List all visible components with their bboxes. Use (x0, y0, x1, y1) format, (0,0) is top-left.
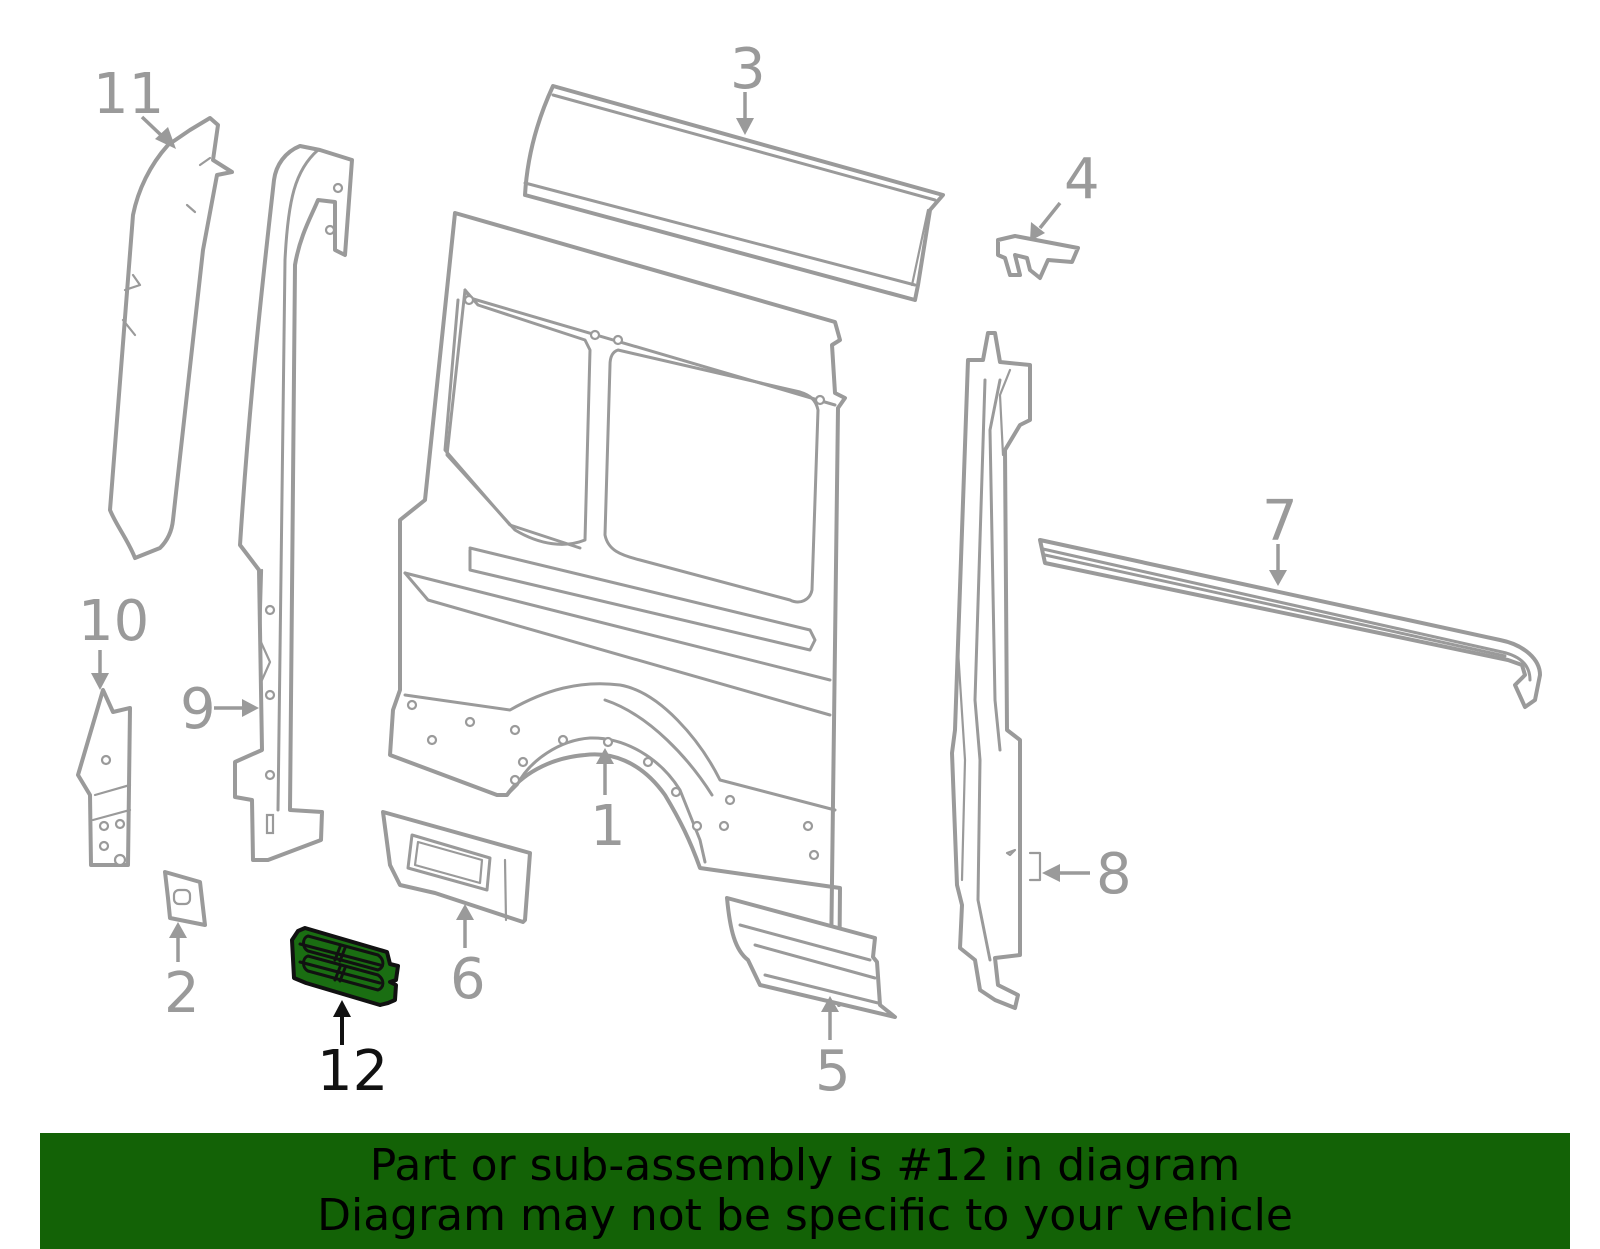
part-1-shape (388, 211, 847, 1007)
callout-4-label: 4 (1064, 147, 1100, 212)
callout-4: 4 (1030, 147, 1100, 241)
part-7-shape (1038, 538, 1542, 709)
callout-2-label: 2 (164, 961, 200, 1026)
part-12-highlighted (290, 926, 400, 1007)
banner-line-part-number: Part or sub-assembly is #12 in diagram (369, 1140, 1241, 1191)
callout-11: 11 (93, 62, 176, 149)
callout-11-label: 11 (93, 62, 164, 127)
callout-12: 12 (317, 1000, 388, 1104)
callout-7: 7 (1262, 489, 1298, 586)
part-5-shape (725, 896, 897, 1019)
info-banner: Part or sub-assembly is #12 in diagram D… (40, 1133, 1570, 1249)
callout-10-label: 10 (78, 589, 149, 654)
callout-8-label: 8 (1096, 842, 1132, 907)
part-9-shape (233, 144, 354, 862)
part-2-shape (163, 870, 207, 927)
callout-8: 8 (1042, 842, 1132, 907)
callout-1-label: 1 (590, 794, 626, 859)
callout-5: 5 (815, 996, 851, 1104)
part-10-shape (76, 688, 132, 867)
part-6-shape (381, 810, 532, 924)
callout-12-label: 12 (317, 1039, 388, 1104)
callout-9: 9 (180, 677, 259, 742)
callout-10: 10 (78, 589, 149, 690)
callout-5-label: 5 (815, 1039, 851, 1104)
callout-6-label: 6 (450, 947, 486, 1012)
callout-9-label: 9 (180, 677, 216, 742)
part-3-shape (523, 84, 945, 302)
callout-7-label: 7 (1262, 489, 1298, 554)
callout-3: 3 (730, 37, 766, 135)
callout-1: 1 (590, 748, 626, 859)
callout-2: 2 (164, 922, 200, 1026)
part-8-shape (950, 331, 1042, 1010)
banner-line-disclaimer: Diagram may not be specific to your vehi… (317, 1190, 1293, 1241)
part-4-shape (996, 234, 1080, 280)
part-11-shape (108, 116, 234, 560)
callout-3-label: 3 (730, 37, 766, 102)
callout-6: 6 (450, 904, 486, 1012)
